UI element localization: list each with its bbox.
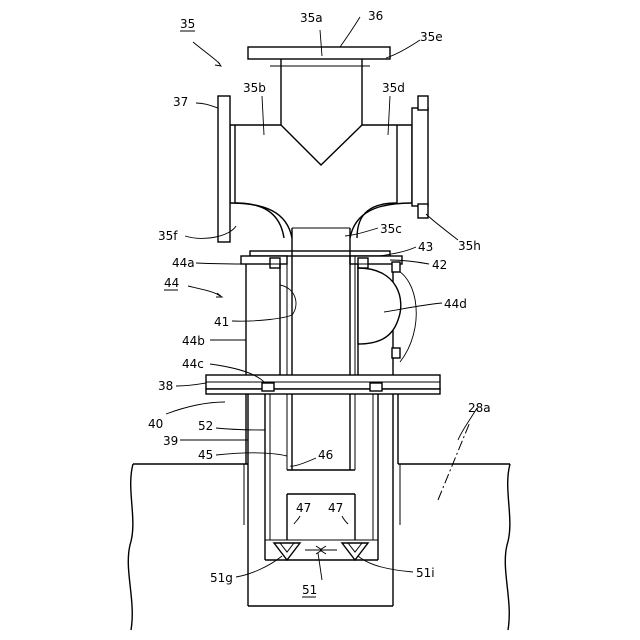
mount-flange-38 — [206, 375, 440, 394]
label-28a: 28a — [468, 401, 491, 415]
window-44d-clip-bottom — [392, 348, 400, 358]
label-43: 43 — [418, 240, 433, 254]
window-44d-clip-top — [392, 262, 400, 272]
label-35e: 35e — [420, 30, 443, 44]
label-51i: 51i — [416, 566, 435, 580]
label-51: 51 — [302, 583, 317, 597]
housing-44 — [246, 262, 416, 380]
label-38: 38 — [158, 379, 173, 393]
label-37: 37 — [173, 95, 188, 109]
label-40: 40 — [148, 417, 163, 431]
tank-centerline — [438, 422, 470, 500]
label-52: 52 — [198, 419, 213, 433]
nozzle-39 — [244, 394, 400, 606]
right-flange-35h — [412, 96, 428, 218]
label-45: 45 — [198, 448, 213, 462]
label-35c: 35c — [380, 222, 402, 236]
tank-right-break — [505, 464, 510, 630]
label-44: 44 — [164, 276, 179, 290]
right-flange-tab-top — [418, 96, 428, 110]
seal-42-left — [270, 258, 280, 268]
sleeve-52 — [265, 394, 378, 560]
label-42: 42 — [432, 258, 447, 272]
label-41: 41 — [214, 315, 229, 329]
right-flange-plate — [412, 108, 428, 206]
seal-42-right — [358, 258, 368, 268]
top-flange-36 — [248, 47, 390, 66]
mount-bolt-left — [262, 383, 274, 391]
gasket-40 — [206, 389, 440, 394]
label-35a: 35a — [300, 11, 323, 25]
window-44d — [358, 268, 401, 344]
label-44c: 44c — [182, 357, 204, 371]
left-flange-plate — [218, 96, 230, 242]
housing-left-arc — [280, 285, 296, 315]
label-35d: 35d — [382, 81, 405, 95]
label-51g: 51g — [210, 571, 233, 585]
label-47-left: 47 — [296, 501, 311, 515]
top-flange-plate — [248, 47, 390, 59]
label-35: 35 — [180, 17, 195, 31]
mount-bolt-right — [370, 383, 382, 391]
flange-43 — [241, 251, 402, 268]
tank-left-break — [128, 464, 133, 630]
right-flange-tab-bottom — [418, 204, 428, 218]
label-35f: 35f — [158, 229, 178, 243]
label-39: 39 — [163, 434, 178, 448]
label-35b: 35b — [243, 81, 266, 95]
nozzle-arrow-right — [320, 546, 337, 554]
label-46: 46 — [318, 448, 333, 462]
label-44d: 44d — [444, 297, 467, 311]
label-44a: 44a — [172, 256, 195, 270]
leader-lines — [166, 17, 477, 580]
label-35h: 35h — [458, 239, 481, 253]
label-44b: 44b — [182, 334, 205, 348]
label-36: 36 — [368, 9, 383, 23]
flange-43-plate — [250, 251, 390, 256]
inner-pipe-41 — [287, 228, 355, 470]
nozzle-51 — [274, 543, 368, 560]
left-flange-37 — [218, 96, 230, 242]
label-47-right: 47 — [328, 501, 343, 515]
